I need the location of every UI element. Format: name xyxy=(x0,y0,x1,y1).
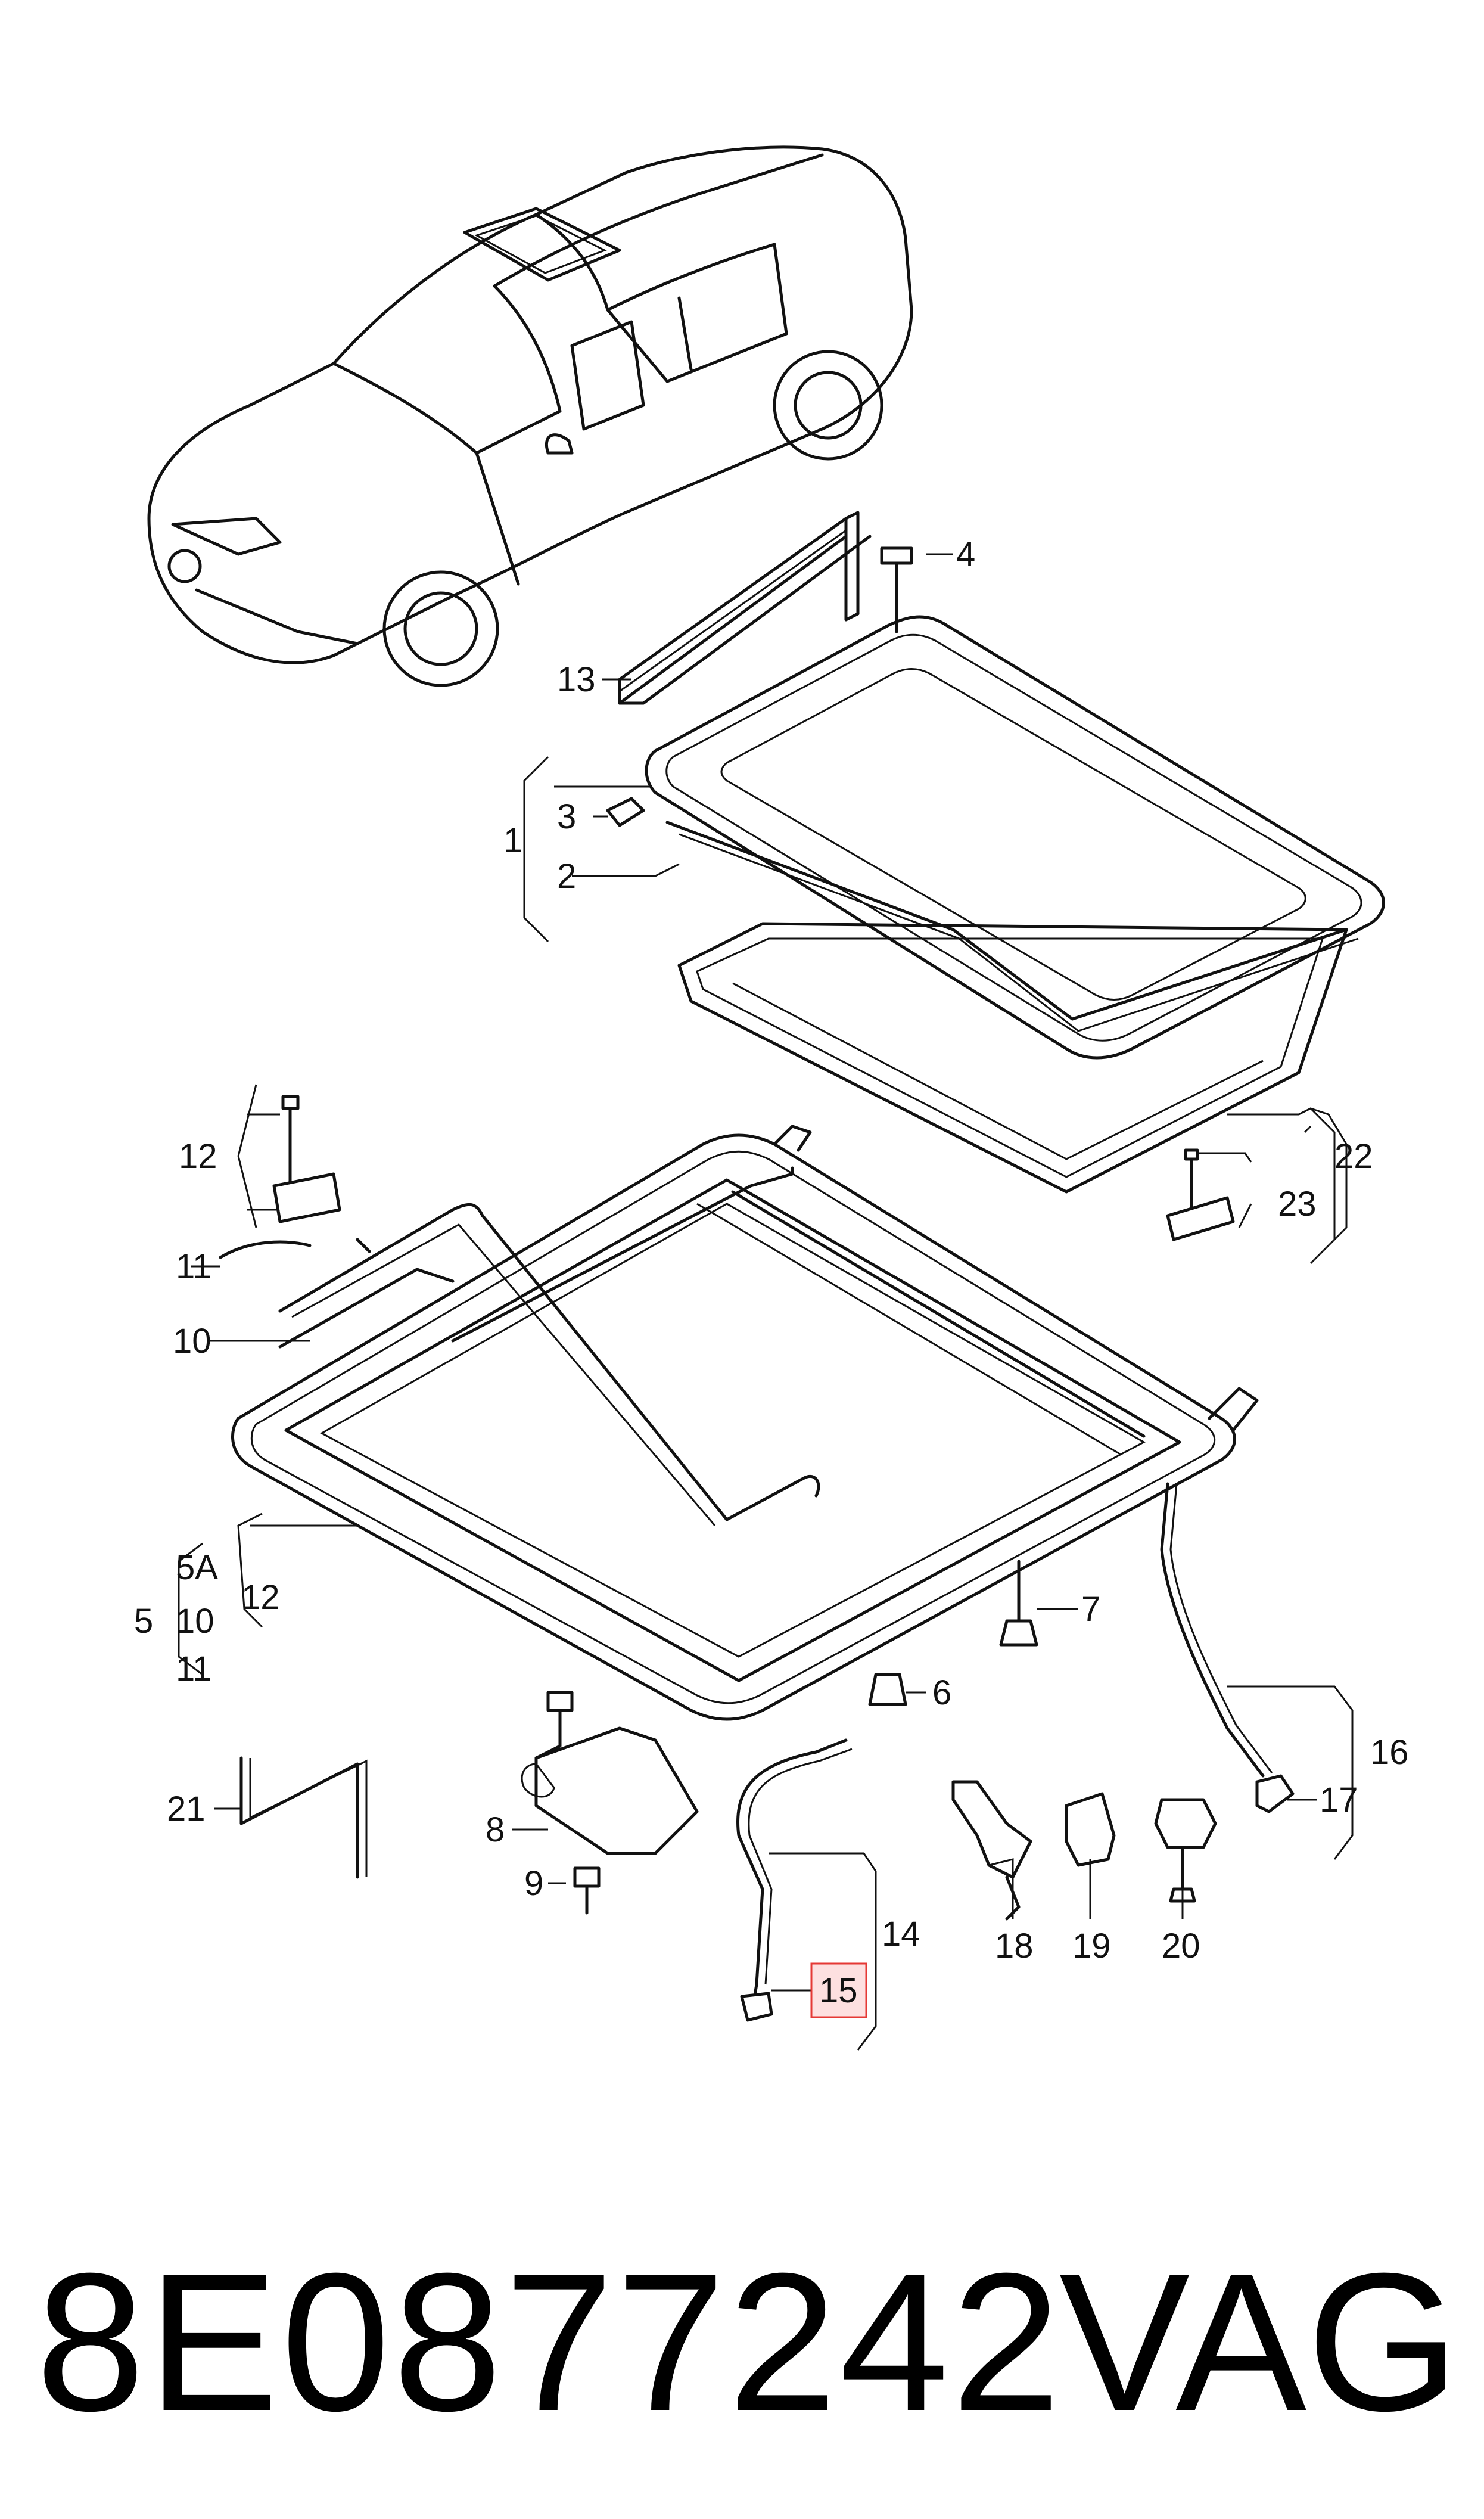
callout-2: 2 xyxy=(557,857,576,896)
callout-10-top: 10 xyxy=(173,1322,211,1361)
sunroof-frame xyxy=(231,1125,1259,1721)
parts-diagram: 4 13 1 3 2 12 11 10 22 23 5A 12 5 10 11 … xyxy=(134,145,1409,2051)
leader-lines xyxy=(178,553,1354,2051)
callout-5: 5 xyxy=(134,1602,153,1641)
car-illustration xyxy=(147,145,913,687)
callout-12-top: 12 xyxy=(179,1137,217,1176)
footer: 8E0877242 VAG xyxy=(36,2217,1460,2467)
callout-11-bottom: 11 xyxy=(176,1650,211,1688)
glass-panel-assembly xyxy=(618,511,1385,1194)
callout-7: 7 xyxy=(1081,1590,1100,1629)
callout-22: 22 xyxy=(1334,1137,1373,1176)
callout-21: 21 xyxy=(167,1790,206,1828)
callout-1: 1 xyxy=(503,821,522,860)
callout-19: 19 xyxy=(1072,1927,1111,1965)
hardware-parts xyxy=(219,546,1295,2022)
callout-16: 16 xyxy=(1370,1733,1409,1772)
callout-5a: 5A xyxy=(176,1548,218,1587)
callout-8: 8 xyxy=(486,1810,505,1849)
callout-17: 17 xyxy=(1320,1781,1358,1819)
callout-6: 6 xyxy=(932,1673,951,1712)
highlight-box xyxy=(810,1962,867,2018)
callout-10-bottom: 10 xyxy=(176,1602,214,1641)
callout-12-bottom: 12 xyxy=(241,1578,280,1617)
callout-23: 23 xyxy=(1278,1185,1317,1223)
callout-20: 20 xyxy=(1162,1927,1200,1965)
callout-14: 14 xyxy=(882,1915,920,1953)
callout-3: 3 xyxy=(557,797,576,836)
callout-18: 18 xyxy=(995,1927,1034,1965)
part-number: 8E0877242 xyxy=(36,2232,1063,2452)
brand-label: VAG xyxy=(1059,2232,1460,2452)
callout-11-top: 11 xyxy=(176,1247,211,1286)
callout-15: 15 xyxy=(819,1971,858,2010)
callout-labels: 4 13 1 3 2 12 11 10 22 23 5A 12 5 10 11 … xyxy=(134,535,1409,2010)
callout-9: 9 xyxy=(524,1864,543,1903)
callout-13: 13 xyxy=(557,660,596,699)
callout-4: 4 xyxy=(956,535,975,574)
